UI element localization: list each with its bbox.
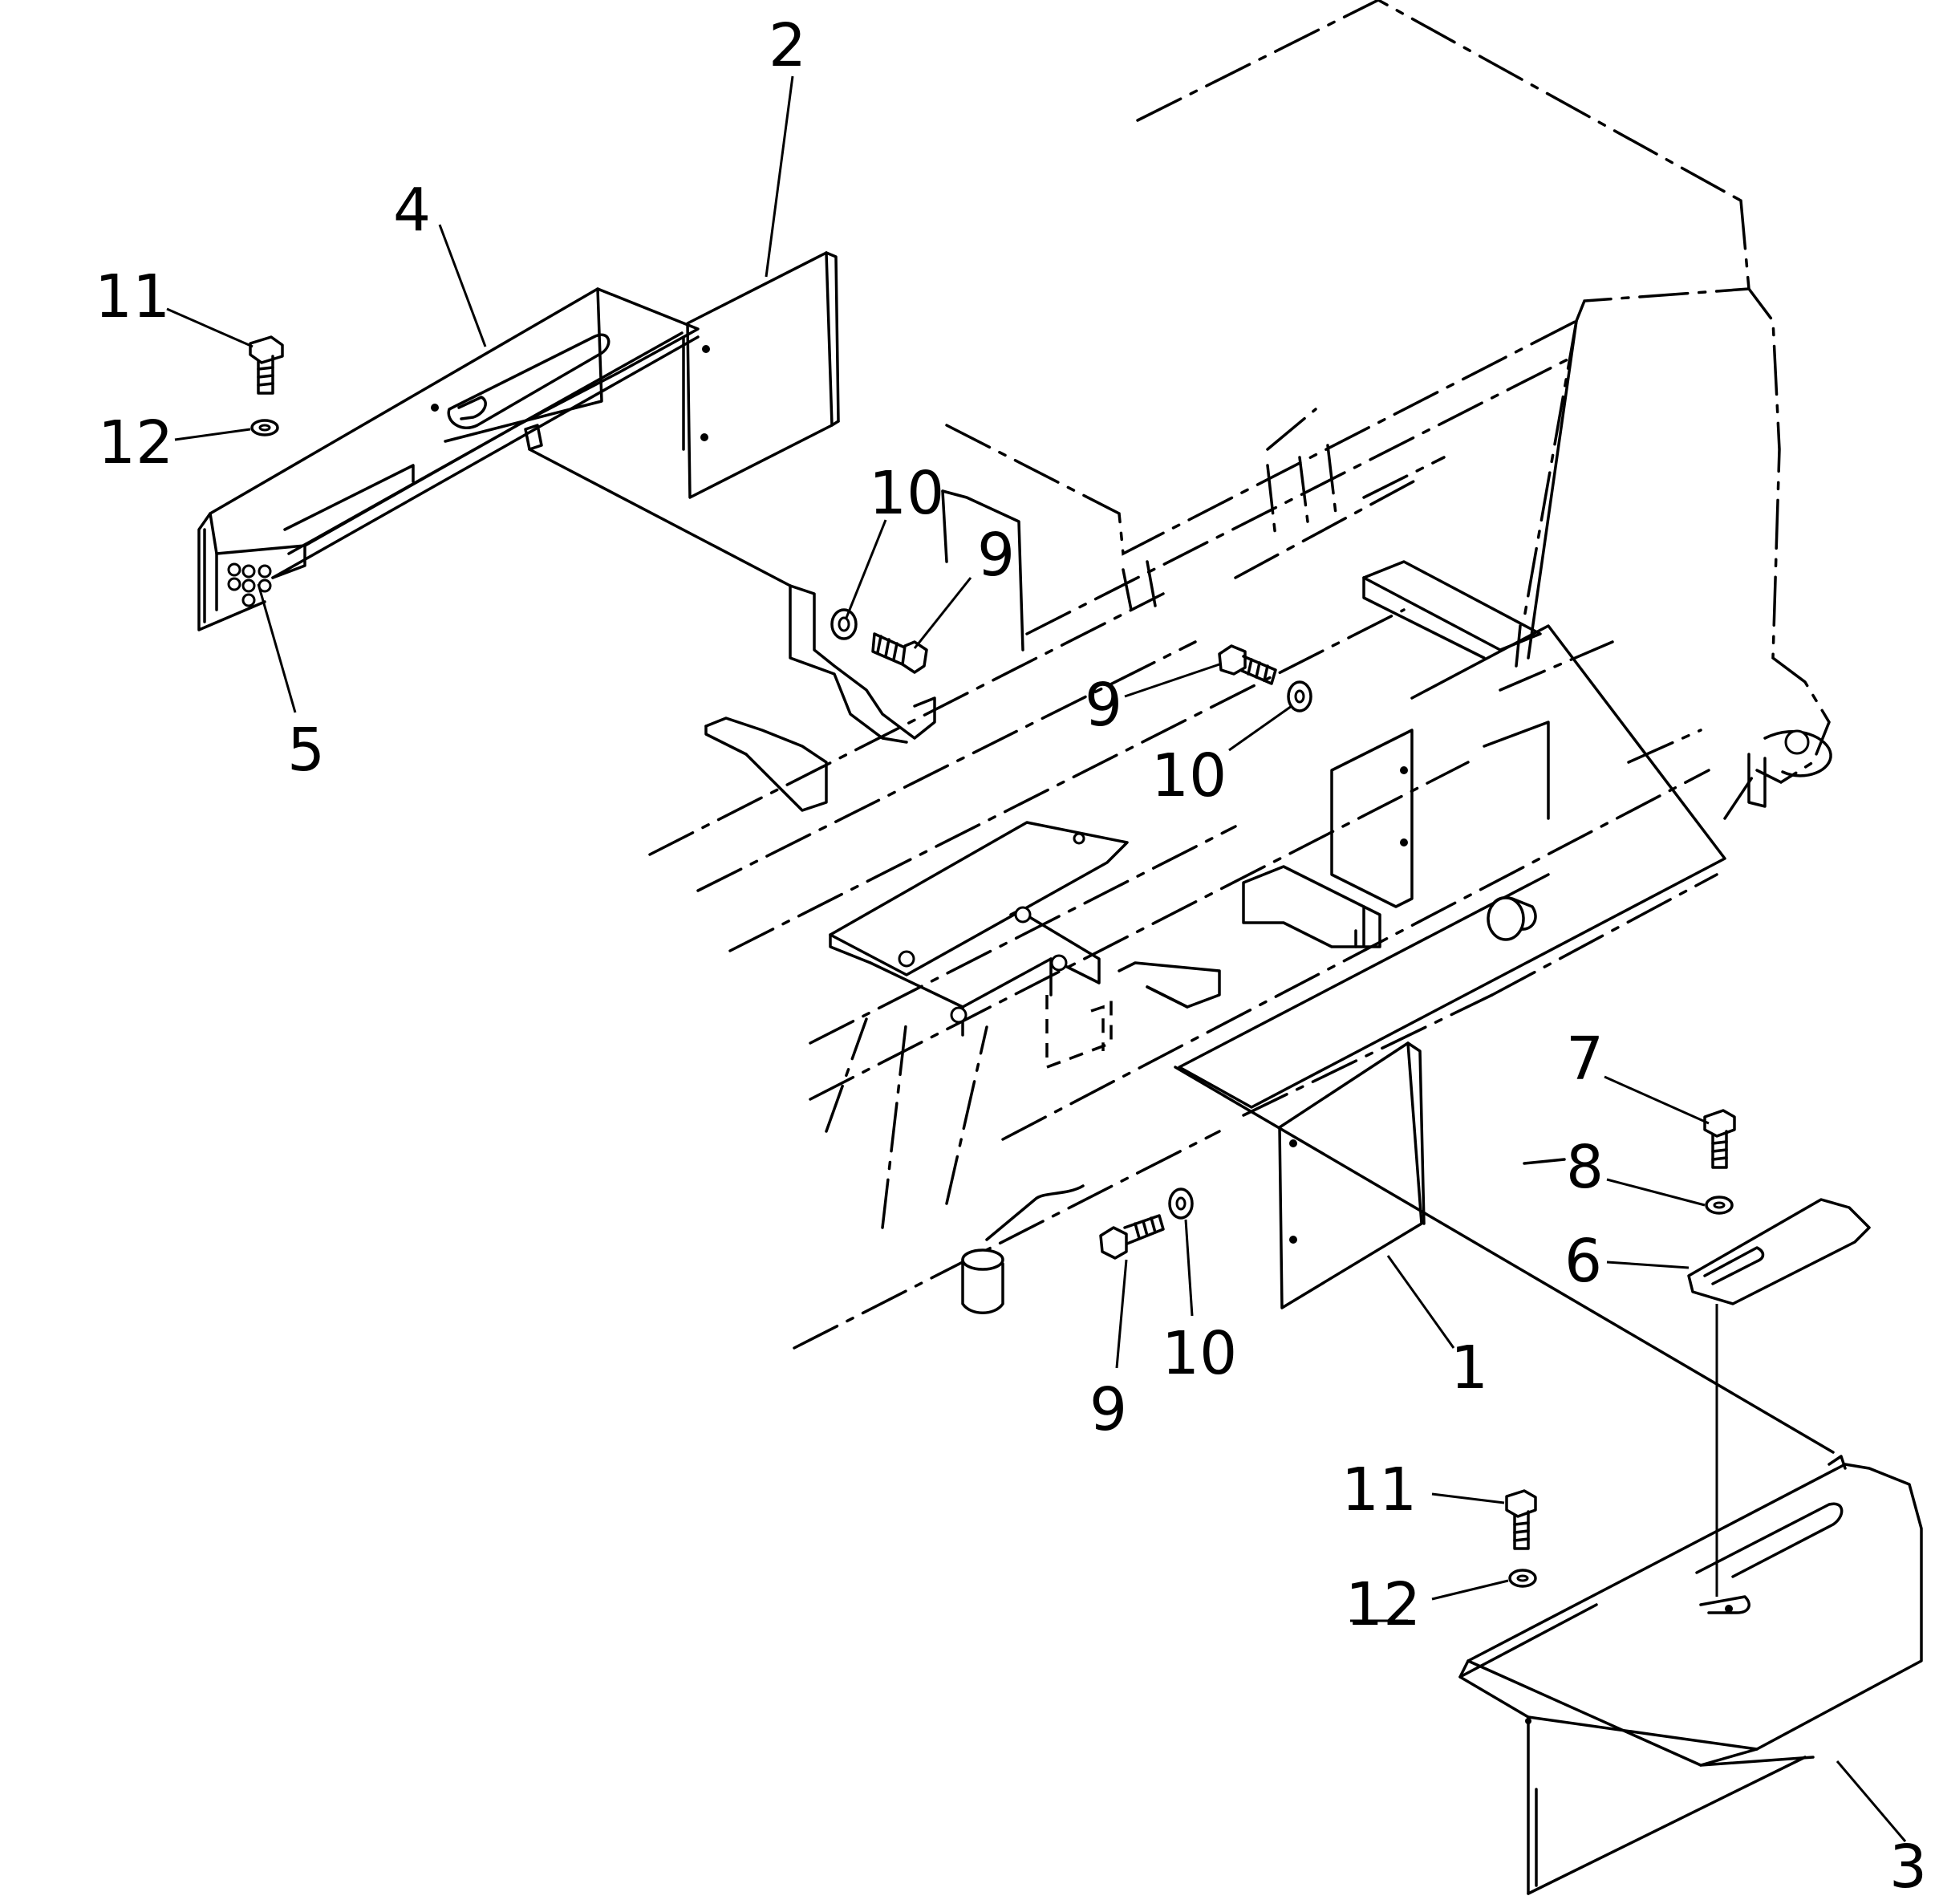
- callout-3: 3: [1889, 1833, 1928, 1902]
- callout-7: 7: [1566, 1025, 1604, 1094]
- callout-9-a: 9: [977, 521, 1016, 590]
- bolt-9-b: [1218, 644, 1277, 685]
- callout-11-upper: 11: [95, 262, 171, 331]
- machine-frame-phantom: [648, 0, 1832, 1350]
- leader-lines: [166, 75, 1907, 1842]
- callout-5: 5: [287, 716, 326, 785]
- callout-12-upper: 12: [98, 408, 174, 477]
- callout-4: 4: [393, 176, 432, 245]
- callout-6: 6: [1564, 1227, 1603, 1296]
- part-6-plate: [1687, 1198, 1871, 1597]
- part-1-plate: [1174, 1041, 1835, 1454]
- callout-10-a: 10: [869, 459, 945, 528]
- bolt-7: [1703, 1109, 1736, 1169]
- callout-10-c: 10: [1162, 1319, 1238, 1388]
- part-3-cover: [1458, 1455, 1923, 1895]
- part-4-cover: [197, 287, 792, 631]
- part-2-plate: [686, 251, 840, 499]
- bolt-11-lower: [1505, 1489, 1537, 1550]
- bolt-11-upper: [249, 335, 284, 395]
- callout-12-lower: 12: [1345, 1570, 1422, 1639]
- callout-1: 1: [1450, 1334, 1489, 1403]
- callout-2: 2: [769, 11, 807, 80]
- callout-11-lower: 11: [1341, 1455, 1418, 1524]
- callout-8: 8: [1566, 1133, 1604, 1202]
- bolt-9-c: [1099, 1214, 1165, 1260]
- fasteners: [249, 335, 1736, 1588]
- callout-9-b: 9: [1085, 671, 1123, 740]
- callout-9-c: 9: [1089, 1375, 1128, 1444]
- callout-10-b: 10: [1151, 741, 1227, 810]
- bolt-9-a: [871, 632, 928, 674]
